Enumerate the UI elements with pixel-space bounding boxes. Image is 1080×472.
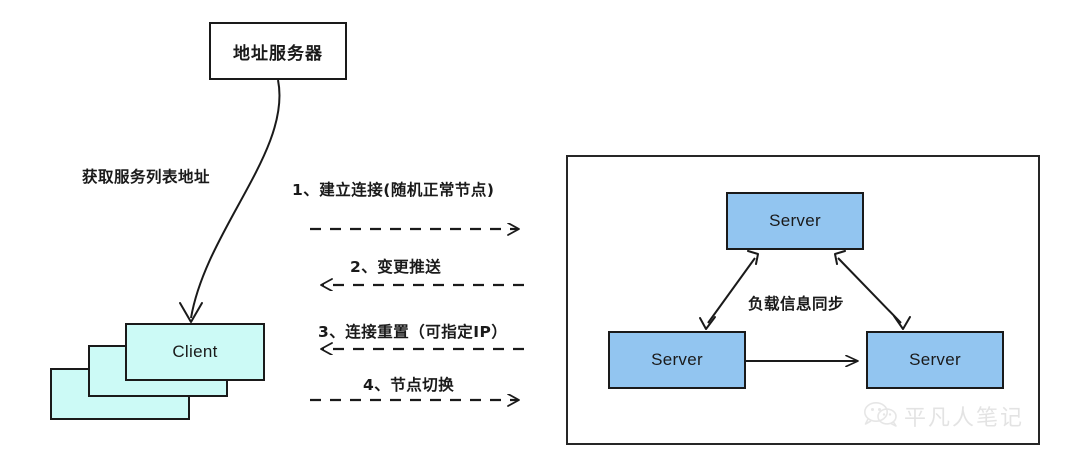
message-label-3: 3、连接重置（可指定IP） — [318, 323, 508, 341]
node-address-server-label: 地址服务器 — [233, 43, 323, 64]
message-label-2: 2、变更推送 — [350, 258, 442, 276]
message-label-4: 4、节点切换 — [363, 376, 455, 394]
node-client[interactable]: Client — [125, 323, 265, 381]
node-server-left-label: Server — [651, 350, 703, 369]
node-server-top[interactable]: Server — [726, 192, 864, 250]
node-server-top-label: Server — [769, 211, 821, 230]
node-server-right[interactable]: Server — [866, 331, 1004, 389]
connector-address-server-to-client — [179, 79, 281, 323]
message-label-1: 1、建立连接(随机正常节点) — [292, 181, 495, 199]
node-server-left[interactable]: Server — [608, 331, 746, 389]
node-server-right-label: Server — [909, 350, 961, 369]
wechat-icon — [864, 401, 898, 432]
node-address-server[interactable]: 地址服务器 — [209, 22, 347, 80]
sync-label: 负载信息同步 — [748, 295, 845, 313]
watermark-text: 平凡人笔记 — [904, 406, 1025, 431]
fetch-service-list-label: 获取服务列表地址 — [82, 168, 211, 186]
watermark: 平凡人笔记 — [864, 400, 1024, 432]
node-client-label: Client — [172, 342, 218, 361]
